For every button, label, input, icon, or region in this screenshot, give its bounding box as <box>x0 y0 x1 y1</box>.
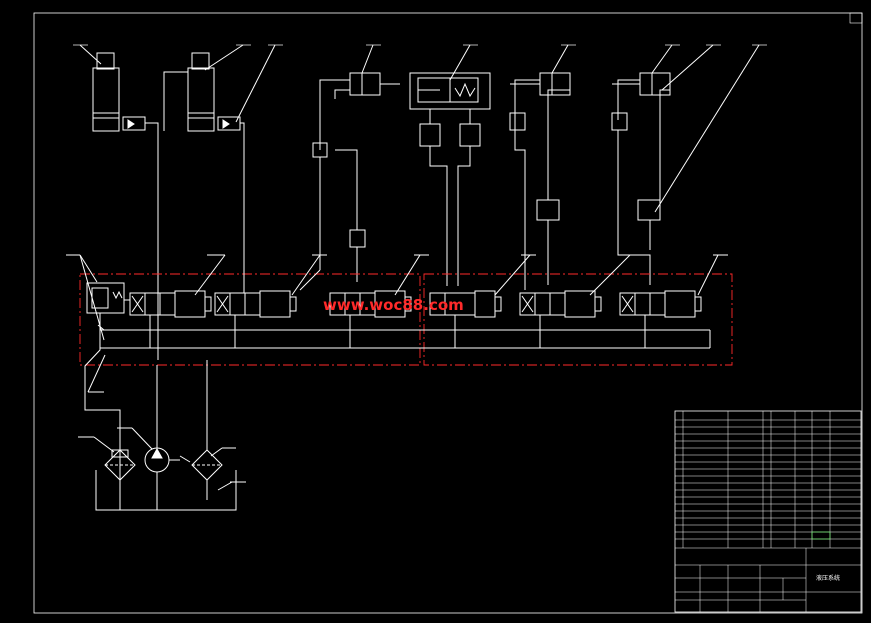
hydraulic-cylinder-icon <box>79 44 159 360</box>
relief-valve-icon <box>79 254 130 488</box>
hydraulic-cylinder-icon <box>312 44 400 282</box>
title-grid <box>675 548 861 612</box>
directional-valve-icon <box>66 254 728 349</box>
drawing-title: 液压系统 <box>816 574 840 582</box>
parts-list-grid <box>675 411 861 549</box>
watermark-text: www.woc88.com <box>323 296 464 314</box>
pump-and-filters <box>78 360 246 511</box>
corner-box <box>849 12 863 24</box>
hydraulic-cylinder-icon <box>611 44 760 285</box>
hydraulic-cylinder-icon <box>509 44 571 290</box>
drawing-border <box>33 12 863 614</box>
hydraulic-cylinder-icon <box>409 44 491 286</box>
valve-block-boundary <box>79 273 733 366</box>
title-block: 液压系统 <box>674 410 862 613</box>
hydraulic-cylinder-icon <box>163 44 276 255</box>
